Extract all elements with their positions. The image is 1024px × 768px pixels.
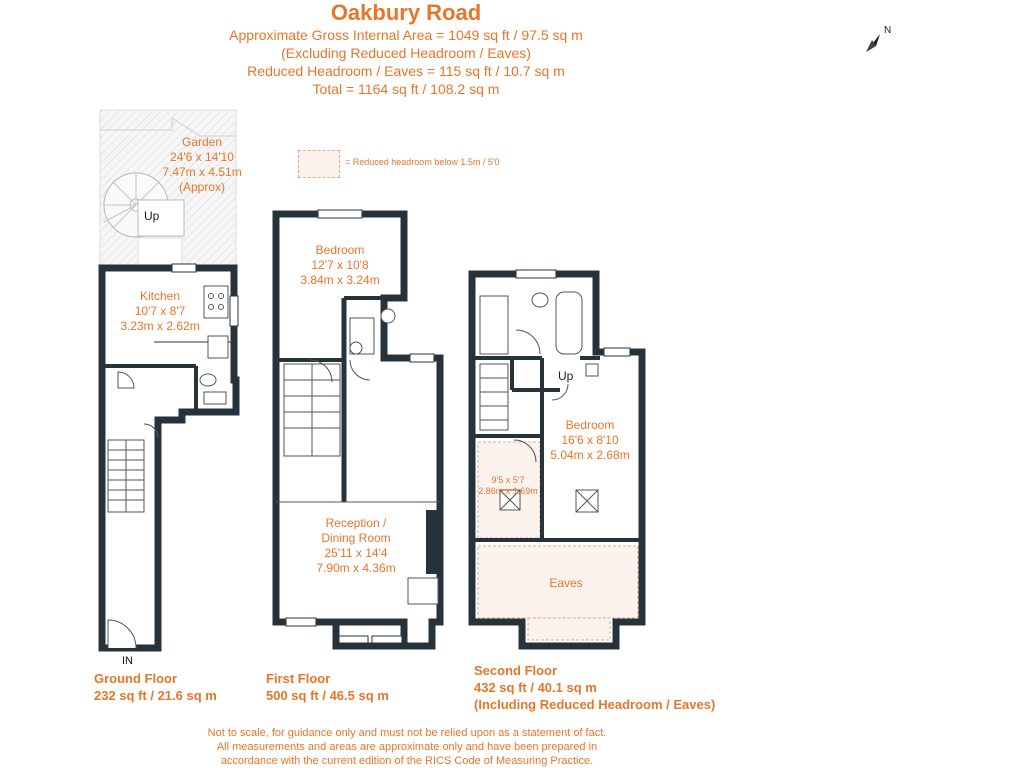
north-arrow-icon: N bbox=[866, 25, 891, 52]
svg-text:Dining Room: Dining Room bbox=[321, 531, 390, 545]
ground-floor-name: Ground Floor bbox=[94, 671, 178, 686]
svg-text:12'7 x 10'8: 12'7 x 10'8 bbox=[311, 258, 369, 272]
reduced-headroom-line: Reduced Headroom / Eaves = 115 sq ft / 1… bbox=[247, 63, 565, 79]
disclaimer: Not to scale, for guidance only and must… bbox=[150, 726, 664, 768]
room-label-garden: Garden 24'6 x 14'10 7.47m x 4.51m (Appro… bbox=[162, 135, 241, 194]
reduced-headroom-swatch bbox=[298, 150, 340, 178]
first-floor-plan bbox=[272, 209, 444, 650]
plan-title: Oakbury Road bbox=[330, 0, 482, 25]
first-floor-area: 500 sq ft / 46.5 sq m bbox=[266, 688, 389, 703]
room-label-kitchen: Kitchen 10'7 x 8'7 3.23m x 2.62m bbox=[120, 289, 199, 333]
svg-text:Bedroom: Bedroom bbox=[566, 418, 615, 432]
second-floor-note: (Including Reduced Headroom / Eaves) bbox=[474, 697, 716, 712]
svg-text:25'11 x 14'4: 25'11 x 14'4 bbox=[324, 546, 387, 560]
first-floor-caption: First Floor 500 sq ft / 46.5 sq m bbox=[266, 670, 389, 704]
disclaimer-line-3: accordance with the current edition of t… bbox=[220, 755, 594, 767]
room-label-reception: Reception / Dining Room 25'11 x 14'4 7.9… bbox=[316, 516, 395, 575]
second-stair-up-label: Up bbox=[558, 369, 574, 383]
svg-text:7.47m x 4.51m: 7.47m x 4.51m bbox=[162, 165, 241, 179]
svg-text:(Approx): (Approx) bbox=[179, 180, 225, 194]
second-floor-caption: Second Floor 432 sq ft / 40.1 sq m (Incl… bbox=[474, 662, 715, 713]
disclaimer-line-1: Not to scale, for guidance only and must… bbox=[207, 727, 607, 739]
north-label: N bbox=[884, 25, 891, 36]
svg-text:7.90m x 4.36m: 7.90m x 4.36m bbox=[316, 561, 395, 575]
svg-text:16'6 x 8'10: 16'6 x 8'10 bbox=[561, 433, 619, 447]
gross-area-line: Approximate Gross Internal Area = 1049 s… bbox=[229, 27, 583, 43]
svg-text:Bedroom: Bedroom bbox=[316, 243, 365, 257]
second-floor-area: 432 sq ft / 40.1 sq m bbox=[474, 680, 597, 695]
ground-floor-caption: Ground Floor 232 sq ft / 21.6 sq m bbox=[94, 670, 217, 704]
svg-text:24'6 x 14'10: 24'6 x 14'10 bbox=[170, 150, 234, 164]
second-floor-plan bbox=[468, 269, 646, 650]
svg-text:Garden: Garden bbox=[182, 135, 222, 149]
room-label-eaves: Eaves bbox=[549, 576, 582, 590]
reduced-headroom-legend: = Reduced headroom below 1.5m / 5'0 bbox=[345, 157, 500, 167]
svg-text:3.23m x 2.62m: 3.23m x 2.62m bbox=[120, 319, 199, 333]
room-label-second-bedroom: Bedroom 16'6 x 8'10 5.04m x 2.68m bbox=[550, 418, 629, 462]
svg-text:5.04m x 2.68m: 5.04m x 2.68m bbox=[550, 448, 629, 462]
svg-text:10'7 x 8'7: 10'7 x 8'7 bbox=[135, 304, 186, 318]
ground-floor-area: 232 sq ft / 21.6 sq m bbox=[94, 688, 217, 703]
svg-text:9'5 x 5'7: 9'5 x 5'7 bbox=[492, 475, 525, 485]
entrance-label: IN bbox=[122, 655, 133, 667]
room-label-first-bedroom: Bedroom 12'7 x 10'8 3.84m x 3.24m bbox=[300, 243, 379, 287]
total-area-line: Total = 1164 sq ft / 108.2 sq m bbox=[312, 81, 500, 97]
second-floor-name: Second Floor bbox=[474, 663, 558, 678]
svg-text:Kitchen: Kitchen bbox=[140, 289, 180, 303]
excluding-line: (Excluding Reduced Headroom / Eaves) bbox=[281, 45, 531, 61]
svg-text:3.84m x 3.24m: 3.84m x 3.24m bbox=[300, 273, 379, 287]
ground-stair-up-label: Up bbox=[144, 209, 160, 223]
svg-text:2.86m x 1.69m: 2.86m x 1.69m bbox=[478, 486, 538, 496]
disclaimer-line-2: All measurements and areas are approxima… bbox=[216, 741, 598, 753]
svg-text:Reception /: Reception / bbox=[326, 516, 387, 530]
ground-floor-plan bbox=[98, 109, 240, 652]
room-label-small-room: 9'5 x 5'7 2.86m x 1.69m bbox=[478, 475, 538, 496]
first-floor-name: First Floor bbox=[266, 671, 331, 686]
